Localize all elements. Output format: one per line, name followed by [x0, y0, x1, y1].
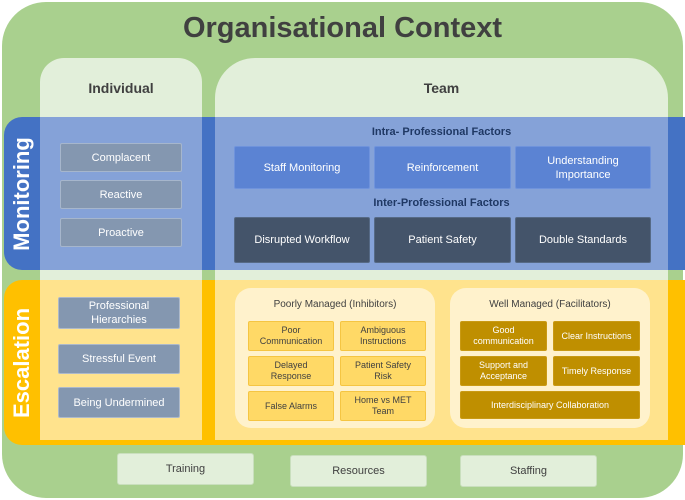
inhibitor-false-alarms: False Alarms [248, 391, 334, 421]
facilitator-interdisciplinary-collaboration: Interdisciplinary Collaboration [460, 391, 640, 419]
facilitators-heading: Well Managed (Facilitators) [489, 298, 611, 310]
individual-factor-proactive: Proactive [60, 218, 182, 247]
footer-training: Training [117, 453, 254, 485]
inhibitors-heading: Poorly Managed (Inhibitors) [273, 298, 397, 310]
individual-factor-reactive: Reactive [60, 180, 182, 209]
intra-professional-heading: Intra- Professional Factors [371, 126, 512, 138]
diagram-title: Organisational Context [182, 11, 503, 44]
escalation-label: Escalation [9, 307, 35, 418]
monitoring-label-wrap: Monitoring [4, 117, 40, 270]
individual-factor-complacent: Complacent [60, 143, 182, 172]
footer-resources: Resources [290, 455, 427, 487]
inhibitor-patient-safety-risk: Patient Safety Risk [340, 356, 426, 386]
monitoring-label: Monitoring [9, 136, 35, 251]
individual-barrier-stressful-event: Stressful Event [58, 344, 180, 374]
intra-factor-reinforcement: Reinforcement [374, 146, 511, 189]
inhibitor-delayed-response: Delayed Response [248, 356, 334, 386]
individual-barrier-being-undermined: Being Undermined [58, 387, 180, 418]
intra-factor-staff-monitoring: Staff Monitoring [234, 146, 370, 189]
facilitator-good-communication: Good communication [460, 321, 547, 351]
facilitator-support-and-acceptance: Support and Acceptance [460, 356, 547, 386]
inter-factor-double-standards: Double Standards [515, 217, 651, 263]
footer-staffing: Staffing [460, 455, 597, 487]
facilitator-clear-instructions: Clear Instructions [553, 321, 640, 351]
inhibitor-home-vs-met-team: Home vs MET Team [340, 391, 426, 421]
individual-column-header: Individual [88, 80, 154, 96]
individual-barrier-professional-hierarchies: Professional Hierarchies [58, 297, 180, 329]
inhibitor-ambiguous-instructions: Ambiguous Instructions [340, 321, 426, 351]
team-column-header: Team [423, 80, 460, 96]
inhibitor-poor-communication: Poor Communication [248, 321, 334, 351]
inter-factor-patient-safety: Patient Safety [374, 217, 511, 263]
inter-professional-heading: Inter-Professional Factors [373, 197, 510, 209]
escalation-label-wrap: Escalation [4, 280, 40, 445]
inter-factor-disrupted-workflow: Disrupted Workflow [234, 217, 370, 263]
facilitator-timely-response: Timely Response [553, 356, 640, 386]
intra-factor-understanding-importance: Understanding Importance [515, 146, 651, 189]
